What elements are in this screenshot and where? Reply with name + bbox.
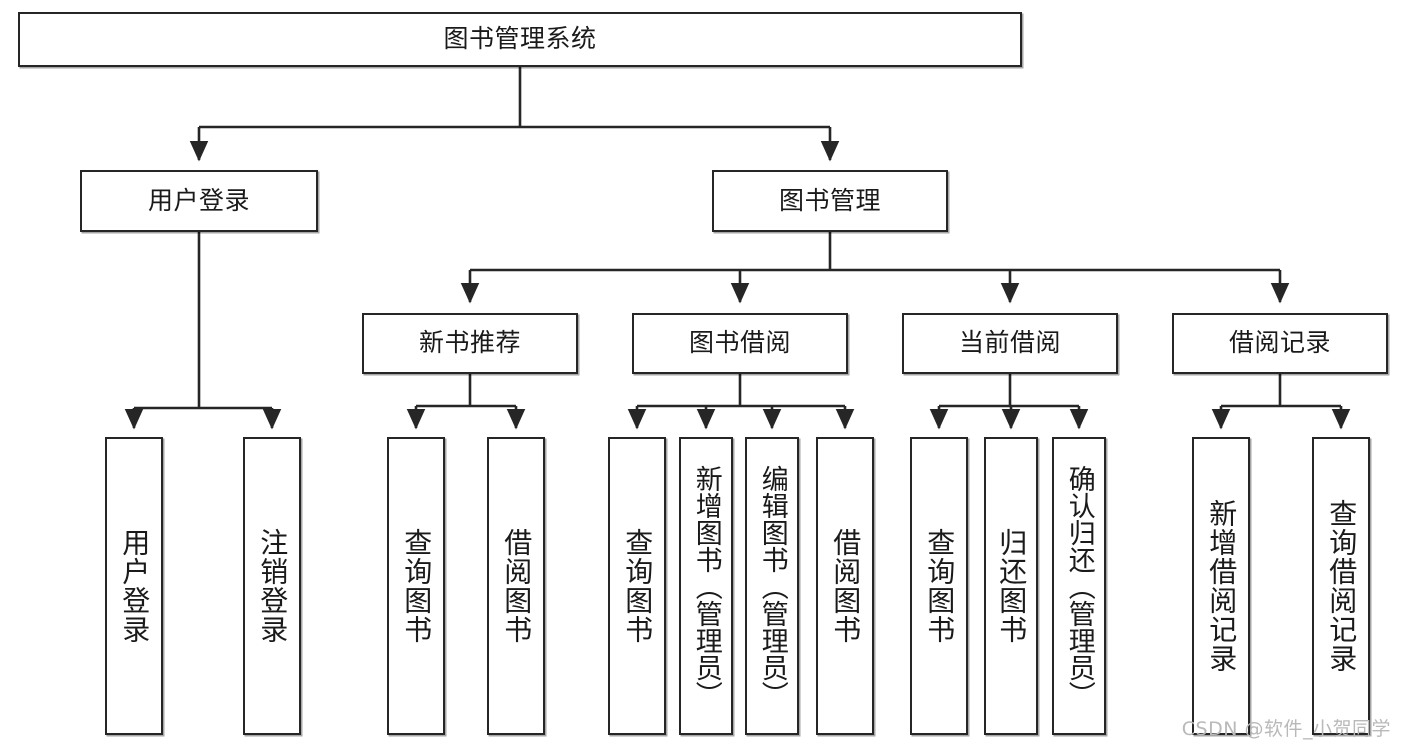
node-leaf-borrow-book-1[interactable]: 借阅图书 <box>487 437 545 735</box>
node-leaf-add-borrow-record[interactable]: 新增借阅记录 <box>1192 437 1250 735</box>
node-label: 查询借阅记录 <box>1325 499 1359 673</box>
node-leaf-edit-book[interactable]: 编辑图书（管理员） <box>745 437 799 735</box>
node-label: 图书管理系统 <box>443 24 597 54</box>
node-leaf-borrow-book-2[interactable]: 借阅图书 <box>816 437 874 735</box>
node-borrow-record[interactable]: 借阅记录 <box>1172 313 1388 374</box>
node-leaf-logout[interactable]: 注销登录 <box>243 437 301 735</box>
node-user-login[interactable]: 用户登录 <box>80 170 318 232</box>
node-label: 借阅图书 <box>829 528 863 644</box>
node-leaf-query-borrow-record[interactable]: 查询借阅记录 <box>1312 437 1370 735</box>
node-leaf-return-book[interactable]: 归还图书 <box>984 437 1038 735</box>
node-label: 注销登录 <box>256 528 290 644</box>
node-book-borrow[interactable]: 图书借阅 <box>632 313 848 374</box>
node-book-manage[interactable]: 图书管理 <box>712 170 948 232</box>
node-label: 用户登录 <box>118 528 152 644</box>
node-label: 查询图书 <box>621 528 655 644</box>
node-label: 新书推荐 <box>418 328 521 358</box>
node-label: 借阅图书 <box>500 528 534 644</box>
node-leaf-confirm-return[interactable]: 确认归还（管理员） <box>1052 437 1106 735</box>
node-leaf-add-book[interactable]: 新增图书（管理员） <box>679 437 733 735</box>
node-label: 编辑图书（管理员） <box>756 464 788 708</box>
node-label: 查询图书 <box>923 528 957 644</box>
node-label: 图书管理 <box>778 185 881 215</box>
node-leaf-query-book-2[interactable]: 查询图书 <box>608 437 666 735</box>
node-label: 确认归还（管理员） <box>1063 464 1095 708</box>
node-leaf-query-book-1[interactable]: 查询图书 <box>387 437 445 735</box>
node-current-borrow[interactable]: 当前借阅 <box>902 313 1118 374</box>
node-label: 归还图书 <box>995 528 1029 644</box>
node-label: 新增图书（管理员） <box>690 464 722 708</box>
node-label: 查询图书 <box>400 528 434 644</box>
node-label: 用户登录 <box>147 185 250 215</box>
node-label: 当前借阅 <box>958 328 1061 358</box>
watermark-text: CSDN @软件_小贺同学 <box>1181 718 1391 740</box>
node-leaf-query-book-3[interactable]: 查询图书 <box>910 437 968 735</box>
node-root[interactable]: 图书管理系统 <box>18 12 1022 67</box>
node-new-book-recommend[interactable]: 新书推荐 <box>362 313 578 374</box>
node-leaf-user-login[interactable]: 用户登录 <box>105 437 163 735</box>
node-label: 借阅记录 <box>1228 328 1331 358</box>
node-label: 图书借阅 <box>688 328 791 358</box>
node-label: 新增借阅记录 <box>1205 499 1239 673</box>
